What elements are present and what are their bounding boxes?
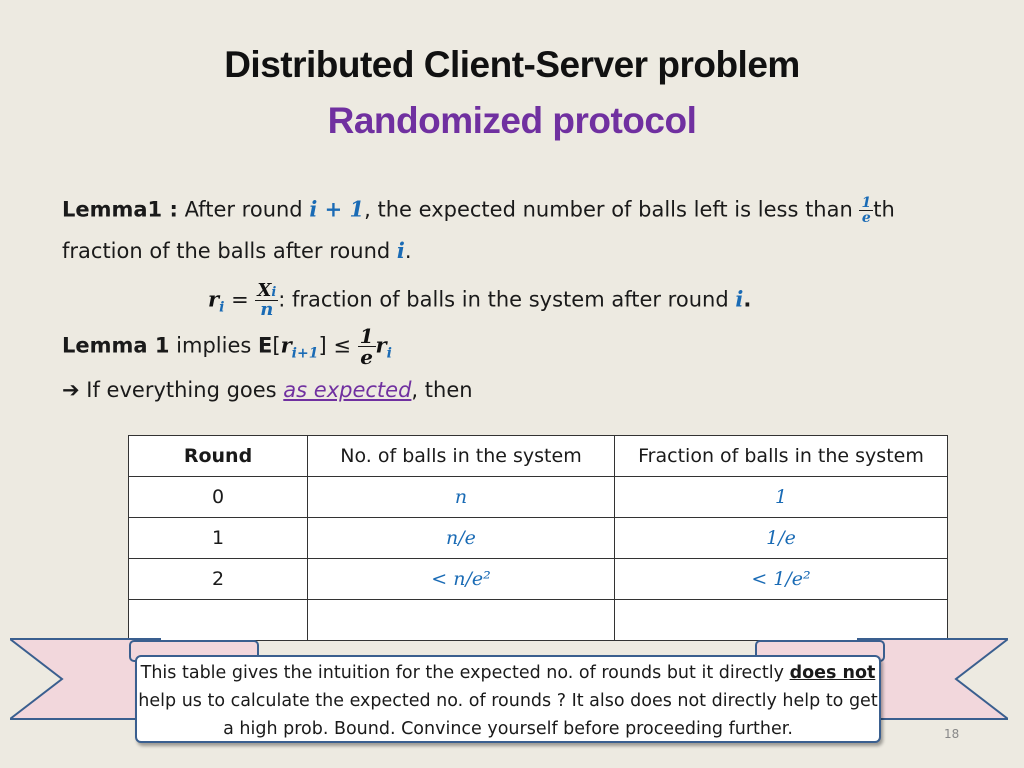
header-fraction: Fraction of balls in the system [614, 435, 948, 477]
implies-text: implies [169, 333, 258, 358]
lemma1-text-b: , the expected number of balls left is l… [364, 197, 860, 222]
arrow-text-b: , then [411, 378, 473, 402]
def-frac-den: n [260, 299, 274, 320]
cell-round: 2 [128, 558, 308, 600]
cell-balls: < n/e² [307, 558, 615, 600]
implies-label: Lemma 1 [62, 333, 170, 358]
slide-subtitle: Randomized protocol [327, 100, 697, 141]
cell-round [128, 599, 308, 641]
callout-emphasis: does not [789, 663, 876, 683]
cell-round: 0 [128, 476, 308, 518]
def-math-i: i [735, 286, 744, 312]
cell-round: 1 [128, 517, 308, 559]
implies-frac-num: 1 [357, 324, 376, 348]
lemma1-label: Lemma1 : [62, 197, 178, 222]
def-frac-num-sub: i [271, 285, 277, 300]
implies-close: ] [318, 333, 327, 358]
arrow-text-a: If everything goes [79, 378, 284, 402]
table-row [128, 599, 948, 641]
def-frac-num: X [257, 280, 272, 301]
def-r: r [208, 286, 220, 312]
as-expected-link[interactable]: as expected [283, 378, 412, 402]
table-row: 0 n 1 [128, 476, 948, 518]
ribbon-right-tail [857, 638, 1008, 720]
table-header-row: Round No. of balls in the system Fractio… [128, 435, 948, 477]
lemma1-math-i: i [309, 196, 318, 222]
header-balls: No. of balls in the system [307, 435, 615, 477]
callout-box: This table gives the intuition for the e… [135, 655, 881, 743]
cell-fraction [614, 599, 948, 641]
lemma1-frac-den: e [861, 210, 871, 226]
implies-r2-sub: i [386, 345, 392, 362]
cell-fraction: 1/e [614, 517, 948, 559]
cell-fraction: < 1/e² [614, 558, 948, 600]
lemma1-text-a: After round [177, 197, 310, 222]
lemma1-line: Lemma1 : After round i + 1, the expected… [62, 196, 895, 225]
implies-E: E [258, 333, 273, 358]
implies-r2: r [375, 332, 387, 358]
header-round: Round [128, 435, 308, 477]
implies-frac-den: e [360, 345, 373, 369]
implies-leq: ≤ [326, 333, 358, 358]
def-r-sub: i [219, 299, 225, 316]
ribbon-banner [10, 638, 1008, 720]
callout-text-a: This table gives the intuition for the e… [140, 663, 790, 683]
lemma1-line2-math: i [396, 238, 405, 263]
cell-fraction: 1 [614, 476, 948, 518]
slide-title: Distributed Client-Server problem [224, 44, 800, 85]
cell-balls [307, 599, 615, 641]
arrow-icon: ➔ [62, 378, 80, 402]
def-eq: = [224, 287, 256, 312]
page-number: 18 [944, 727, 960, 741]
implies-open: [ [272, 333, 281, 358]
lemma1-math-plus: + 1 [317, 196, 365, 222]
def-end: . [743, 287, 752, 312]
implies-r: r [280, 332, 292, 358]
rounds-table: Round No. of balls in the system Fractio… [128, 435, 948, 641]
cell-balls: n [307, 476, 615, 518]
table-row: 1 n/e 1/e [128, 517, 948, 559]
lemma1-frac-num: 1 [859, 195, 874, 211]
implies-r-sub: i+1 [291, 345, 319, 362]
lemma1-line-2: fraction of the balls after round i. [62, 238, 412, 263]
arrow-line: ➔ If everything goes as expected, then [62, 378, 473, 402]
table-row: 2 < n/e² < 1/e² [128, 558, 948, 600]
callout-text-b: help us to calculate the expected no. of… [138, 691, 878, 739]
lemma1-line2-text: fraction of the balls after round [62, 239, 397, 263]
ribbon-left-tail [10, 638, 161, 720]
cell-balls: n/e [307, 517, 615, 559]
lemma1-text-c: th [873, 197, 895, 222]
def-text: : fraction of balls in the system after … [278, 287, 736, 312]
lemma1-line2-end: . [404, 239, 412, 263]
